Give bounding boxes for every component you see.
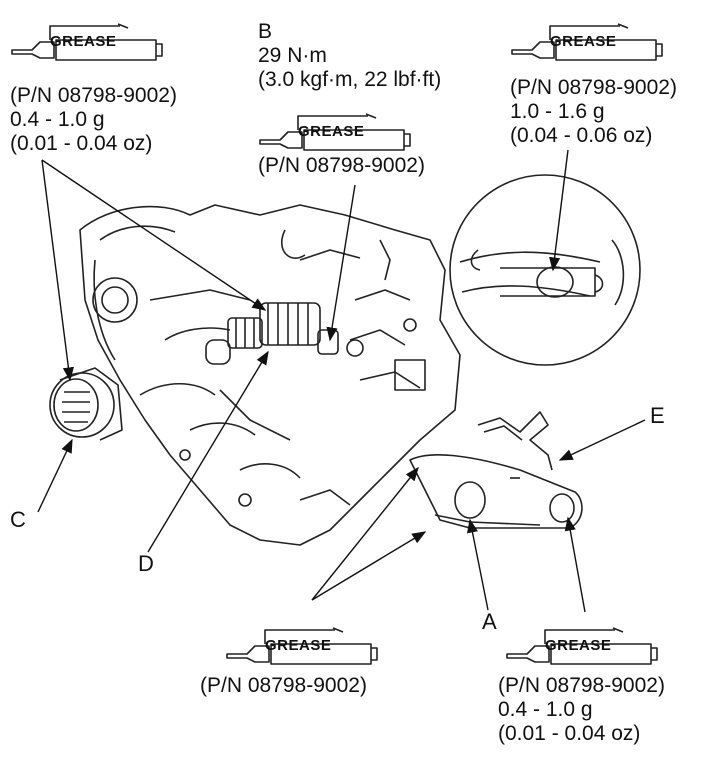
callout-top-right-amount-oz: (0.04 - 0.06 oz)	[510, 124, 653, 147]
grease-tube-icon	[226, 627, 378, 665]
callout-top-left-amount-oz: (0.01 - 0.04 oz)	[10, 132, 153, 155]
callout-top-right-amount-g: 1.0 - 1.6 g	[510, 100, 605, 123]
callout-top-center-part-number: (P/N 08798-9002)	[258, 154, 425, 177]
grease-tube-label: GREASE	[505, 628, 655, 662]
grease-word: GREASE	[50, 33, 117, 50]
torque-label-b: B	[258, 20, 273, 43]
label-c: C	[10, 507, 26, 532]
grease-word: GREASE	[550, 33, 617, 50]
grease-word: GREASE	[265, 637, 332, 654]
callout-top-right-part-number: (P/N 08798-9002)	[510, 76, 677, 99]
grease-tube-label: GREASE	[258, 114, 408, 148]
grease-tube-label: GREASE	[10, 24, 160, 58]
grease-tube-label: GREASE	[225, 628, 375, 662]
label-a: A	[482, 609, 497, 634]
leader-lines	[37, 149, 646, 613]
grease-tube-label: GREASE	[510, 24, 660, 58]
label-e: E	[650, 403, 665, 428]
transmission-housing	[79, 204, 461, 546]
callout-bottom-right-amount-oz: (0.01 - 0.04 oz)	[498, 722, 641, 745]
release-fork	[409, 454, 583, 529]
detail-circle	[449, 174, 641, 366]
input-shaft	[205, 302, 339, 365]
callout-top-left-part-number: (P/N 08798-9002)	[10, 84, 177, 107]
grease-tube-icon	[259, 113, 411, 151]
grease-tube-icon	[511, 23, 663, 61]
grease-tube-icon	[11, 23, 163, 61]
grease-word: GREASE	[298, 123, 365, 140]
callout-bottom-right-part-number: (P/N 08798-9002)	[498, 674, 665, 697]
release-fork-clip	[477, 411, 553, 471]
callout-bottom-center-part-number: (P/N 08798-9002)	[200, 674, 367, 697]
callout-top-left-amount-g: 0.4 - 1.0 g	[10, 108, 105, 131]
label-d: D	[138, 551, 154, 576]
grease-tube-icon	[506, 627, 658, 665]
grease-word: GREASE	[545, 637, 612, 654]
torque-value-nm: 29 N·m	[258, 44, 327, 67]
torque-value-alt: (3.0 kgf·m, 22 lbf·ft)	[258, 68, 442, 91]
callout-bottom-right-amount-g: 0.4 - 1.0 g	[498, 698, 593, 721]
release-bearing	[49, 367, 123, 441]
